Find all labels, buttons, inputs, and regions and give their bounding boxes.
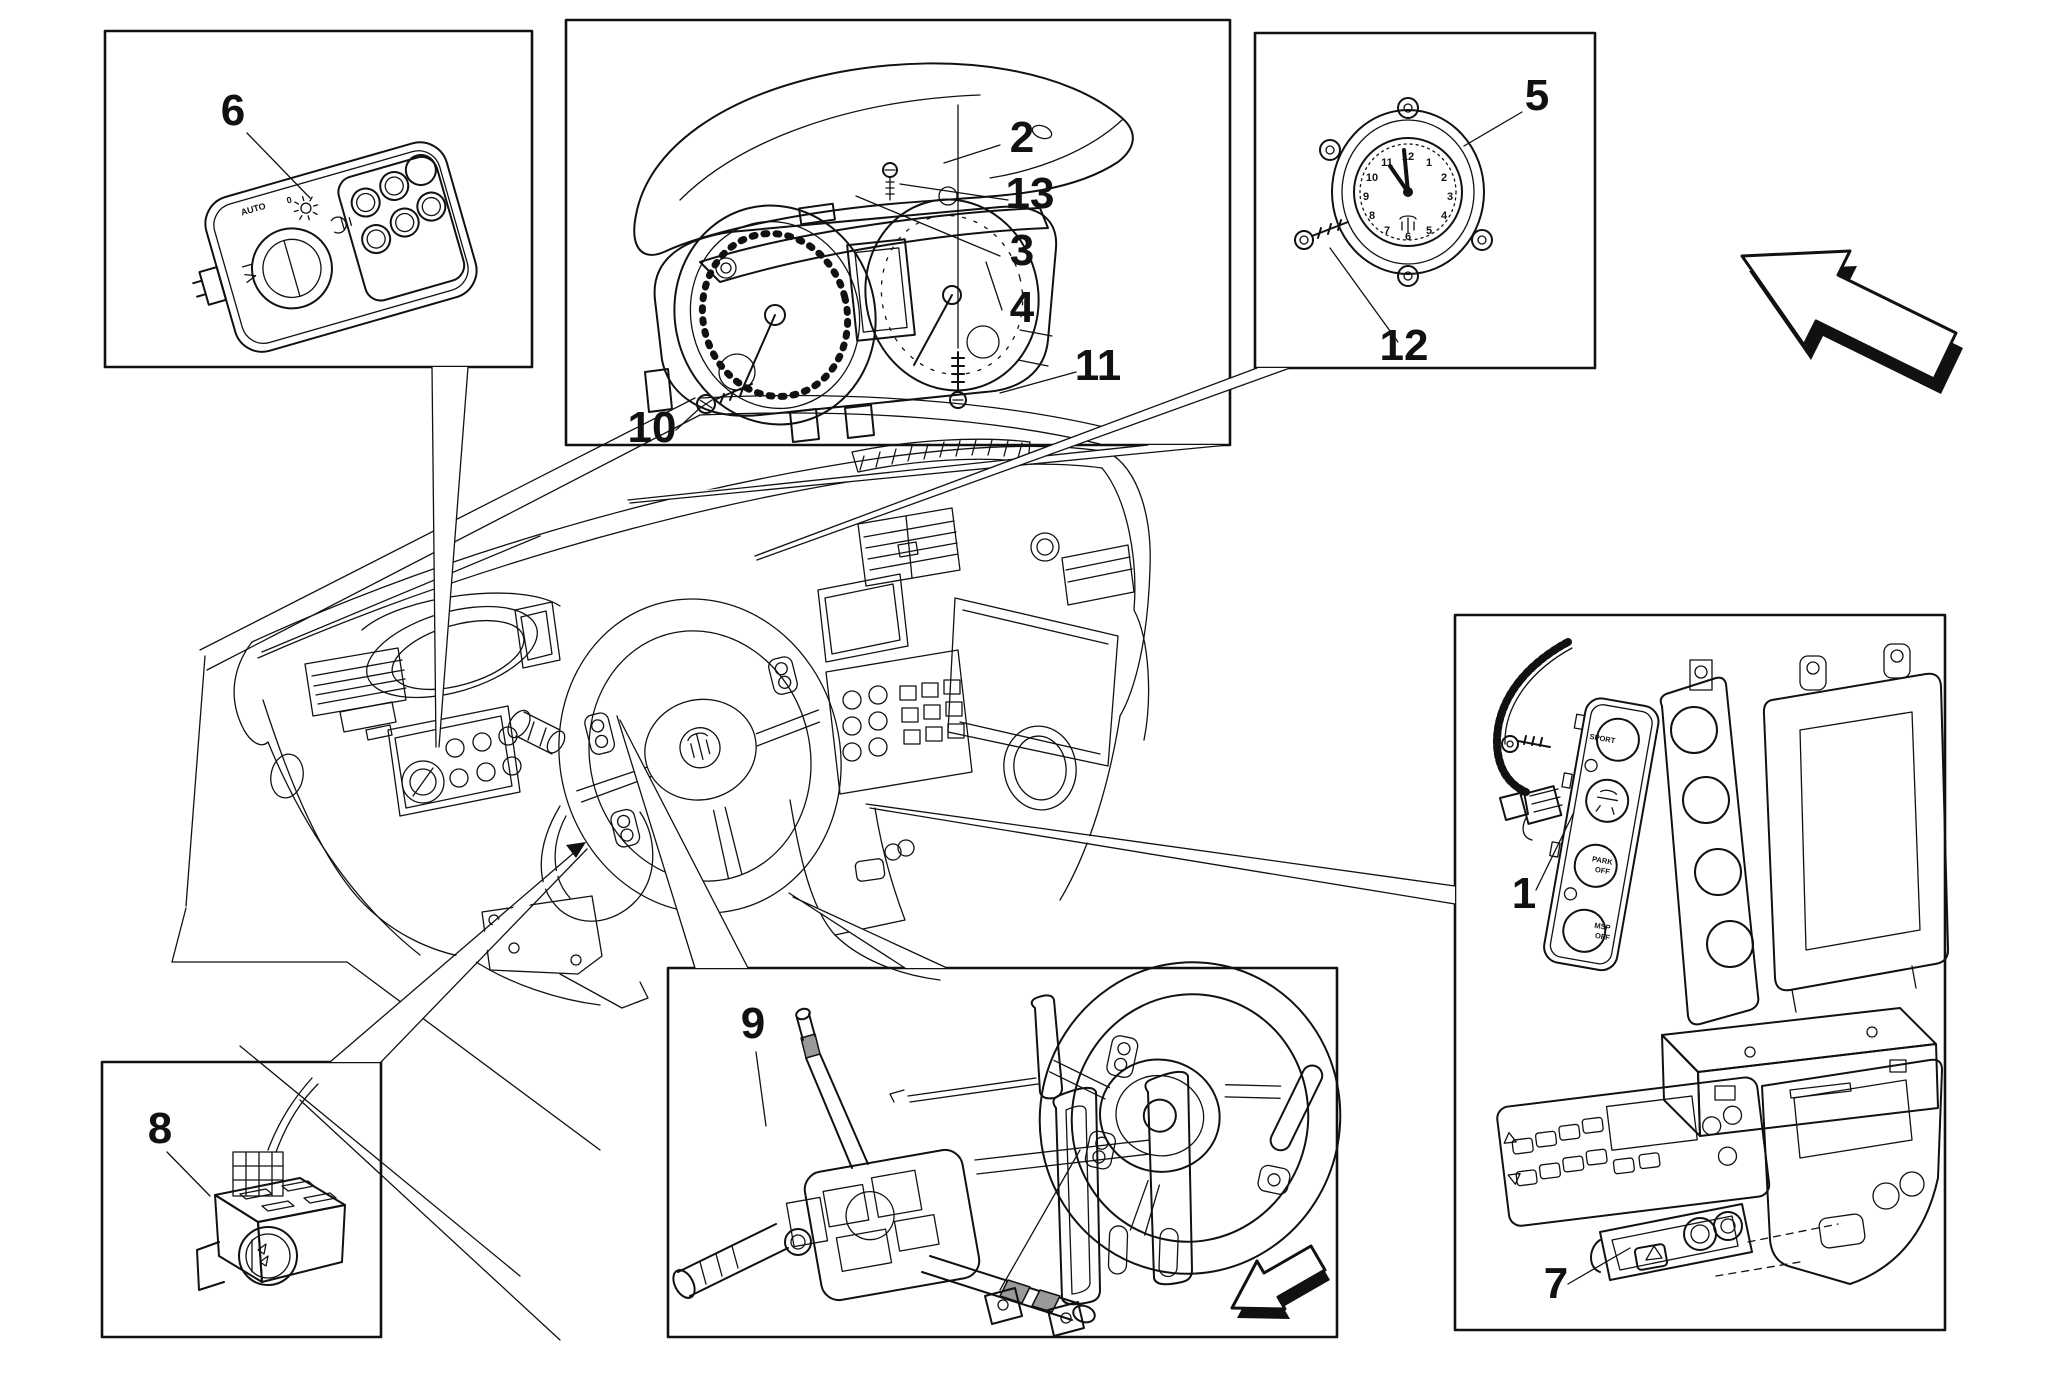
dash-binnacle <box>361 592 561 699</box>
detail-box-frames <box>100 18 1947 1339</box>
direction-arrow-small <box>1230 1244 1330 1319</box>
svg-text:9: 9 <box>1363 191 1369 203</box>
svg-text:8: 8 <box>1369 210 1375 222</box>
park-off-label-1: PARK <box>1591 854 1614 867</box>
callout-1: 1 <box>1512 869 1536 918</box>
left-air-vent <box>304 647 407 741</box>
callout-10: 10 <box>628 403 677 452</box>
radio-cage <box>1661 1007 1939 1137</box>
callout-8: 8 <box>148 1104 172 1153</box>
mirror-switch-detail <box>196 1077 346 1291</box>
svg-text:12: 12 <box>1402 151 1414 163</box>
callout-numbers: 6 2 13 3 4 11 10 5 12 1 7 8 9 <box>148 71 1568 1308</box>
svg-text:3: 3 <box>1447 191 1453 203</box>
detail-box-headlight-switch <box>103 29 534 369</box>
callout-9: 9 <box>741 999 765 1048</box>
svg-text:7: 7 <box>1384 225 1390 237</box>
dashboard-overview-sketch <box>171 394 1151 1341</box>
park-off-label-2: OFF <box>1594 865 1611 877</box>
column-stalks-detail <box>672 961 1342 1337</box>
climate-control-unit <box>1496 1076 1771 1227</box>
callout-5: 5 <box>1525 71 1549 120</box>
msp-off-label-1: MSP <box>1594 921 1612 933</box>
detail-box-mirror-switch <box>100 1060 383 1339</box>
center-air-vents <box>857 507 1135 606</box>
switch-auto-label: AUTO <box>240 201 267 218</box>
callout-7: 7 <box>1544 1259 1568 1308</box>
ignition-switch <box>507 709 566 755</box>
center-console-detail: SPORT PARK OFF MSP OFF <box>1492 638 1950 1285</box>
svg-text:11: 11 <box>1381 157 1393 169</box>
direction-arrow-large <box>1740 249 1963 394</box>
dash-light-switch-panel <box>387 705 522 817</box>
svg-text:2: 2 <box>1441 172 1447 184</box>
lower-dash-left <box>171 655 649 1341</box>
hazard-switch-assembly <box>1590 1203 1753 1281</box>
center-stack <box>789 573 973 981</box>
msp-off-label-2: OFF <box>1594 931 1611 943</box>
svg-text:5: 5 <box>1426 225 1432 237</box>
dash-steering-wheel <box>558 598 842 914</box>
leader-wedges <box>329 366 1456 1063</box>
screw-10 <box>696 383 753 414</box>
detail-box-instrument-cluster <box>564 18 1232 447</box>
screw-13 <box>882 162 898 201</box>
callout-pointer-lines <box>166 111 1631 1285</box>
callout-13: 13 <box>1006 169 1055 218</box>
instrument-cluster-detail <box>633 62 1134 443</box>
svg-text:1: 1 <box>1426 157 1432 169</box>
screw-12 <box>1294 219 1349 250</box>
callout-3: 3 <box>1010 226 1034 275</box>
detail-box-column-stalks <box>666 966 1339 1339</box>
svg-text:6: 6 <box>1405 231 1411 243</box>
svg-text:10: 10 <box>1366 172 1378 184</box>
svg-text:4: 4 <box>1441 210 1448 222</box>
headlight-switch-detail: AUTO 0 <box>192 141 478 353</box>
callout-11: 11 <box>1075 341 1122 390</box>
detail-box-clock <box>1253 31 1597 370</box>
screw-11 <box>949 104 967 409</box>
sport-button-label: SPORT <box>1589 732 1616 745</box>
callout-2: 2 <box>1010 113 1034 162</box>
callout-6: 6 <box>221 86 245 135</box>
clock-numerals: 12 1 2 3 4 5 6 7 8 9 10 11 <box>1363 151 1453 243</box>
clock-detail: 12 1 2 3 4 5 6 7 8 9 10 11 <box>1294 97 1493 287</box>
callout-4: 4 <box>1010 283 1035 332</box>
callout-12: 12 <box>1380 321 1429 370</box>
passenger-side-dash <box>947 597 1150 901</box>
switch-strip <box>1543 697 1660 972</box>
detail-box-center-console <box>1453 613 1947 1332</box>
switch-zero-label: 0 <box>285 195 293 206</box>
